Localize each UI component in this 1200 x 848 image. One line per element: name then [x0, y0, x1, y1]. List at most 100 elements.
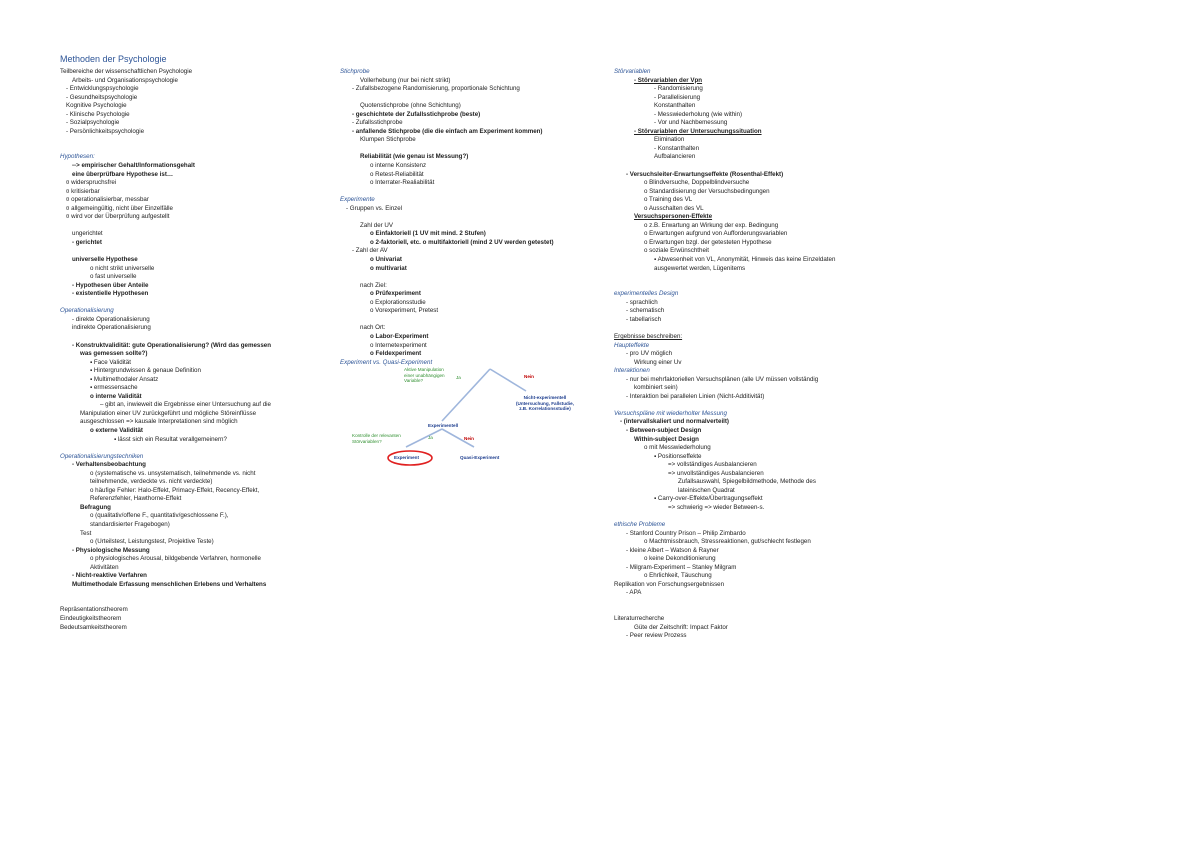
text-line: - Zufallsbezogene Randomisierung, propor…	[352, 85, 520, 93]
text-line: o mit Messwiederholung	[644, 444, 711, 452]
text-line: Teilbereiche der wissenschaftlichen Psyc…	[60, 68, 193, 75]
text-line: => unvollständiges Ausbalancieren	[668, 469, 764, 477]
text-line	[614, 162, 914, 171]
text-line: ▪ Multimethodaler Ansatz	[90, 375, 159, 383]
ja-label-1: Ja	[456, 375, 461, 381]
text-line	[614, 512, 914, 521]
text-line: - Zahl der AV	[352, 247, 388, 255]
text-line: standardisierter Fragebogen)	[90, 520, 170, 528]
text-line: ¤ operationalisierbar, messbar	[66, 196, 149, 204]
text-line: ¤ widerspruchsfrei	[66, 179, 117, 187]
text-line: Quotenstichprobe (ohne Schichtung)	[360, 102, 461, 110]
text-line: o externe Validität	[90, 426, 143, 434]
text-line: o nicht strikt universelle	[90, 264, 155, 272]
text-line: o Einfaktoriell (1 UV mit mind. 2 Stufen…	[370, 230, 486, 238]
section-heading: Störvariablen	[614, 68, 651, 75]
text-line: ▪ ermessensache	[90, 384, 138, 392]
section-heading: Versuchspläne mit wiederholter Messung	[614, 409, 727, 417]
text-line: - Konstruktvalidität: gute Operationalis…	[72, 341, 272, 349]
text-line: Test	[80, 529, 92, 537]
text-line: - Gruppen vs. Einzel	[346, 204, 403, 212]
text-line: o Machtmissbrauch, Stressreaktionen, gut…	[644, 538, 811, 546]
text-line: - gerichtet	[72, 238, 102, 246]
text-line: – gibt an, inwieweit die Ergebnisse eine…	[100, 401, 271, 409]
text-line: o 2-faktoriell, etc. o multifaktoriell (…	[370, 238, 554, 246]
text-line	[614, 282, 914, 291]
experiment-circle	[387, 450, 433, 466]
section-heading: ethische Probleme	[614, 520, 666, 528]
text-line: Aufbalancieren	[654, 153, 696, 161]
text-line: o (qualitativ/offene F., quantitativ/ges…	[90, 512, 229, 520]
text-line: o Blindversuche, Doppelblindversuche	[644, 179, 750, 187]
text-line: Aktivitäten	[90, 563, 119, 571]
text-line: Vollerhebung (nur bei nicht strikt)	[360, 76, 451, 84]
text-line	[60, 598, 330, 607]
text-line: - Zufallsstichprobe	[352, 119, 403, 127]
section-heading: Experiment vs. Quasi-Experiment	[340, 358, 433, 366]
text-line: - kleine Albert – Watson & Rayner	[626, 546, 719, 554]
text-line: ¤ wird vor der Überprüfung aufgestellt	[66, 213, 170, 221]
text-line: Arbeits- und Organisationspsychologie	[72, 76, 178, 84]
text-line: o Vorexperiment, Pretest	[370, 307, 439, 315]
text-line: - Sozialpsychologie	[66, 119, 120, 127]
text-line: - tabellarisch	[626, 315, 662, 323]
text-line: ¤ kritisierbar	[66, 187, 100, 195]
text-line: o Prüfexperiment	[370, 290, 421, 298]
text-line: ▪ Carry-over-Effekte/Übertragungseffekt	[654, 495, 763, 503]
text-line: - Nicht-reaktive Verfahren	[72, 572, 147, 580]
text-line: o Training des VL	[644, 196, 693, 204]
text-line	[614, 324, 914, 333]
diagram-arrows	[387, 368, 527, 466]
text-line: - Klinische Psychologie	[66, 110, 130, 118]
section-heading: Hypothesen:	[60, 153, 95, 161]
nein-label-2: Nein	[464, 436, 474, 442]
text-line: o Standardisierung der Versuchsbedingung…	[644, 187, 770, 195]
text-line: ▪ Face Validität	[90, 358, 131, 366]
text-line: - Physiologische Messung	[72, 546, 150, 554]
ja-label-2: Ja	[428, 435, 433, 441]
text-line: o Internetexperiment	[370, 341, 427, 349]
text-line: o Explorationsstudie	[370, 298, 426, 306]
text-line	[340, 188, 615, 197]
text-line: - Randomisierung	[654, 85, 703, 93]
nicht-experimentell-label: Nicht-experimentell(Untersuchung, Fallst…	[516, 395, 574, 411]
text-line: - Entwicklungspsychologie	[66, 85, 139, 93]
text-line: - direkte Operationalisierung	[72, 315, 150, 323]
text-line: - geschichtete der Zufallsstichprobe (be…	[352, 110, 481, 118]
text-line: - Versuchsleiter-Erwartungseffekte (Rose…	[626, 170, 784, 178]
text-line	[60, 299, 330, 308]
page-title: Methoden der Psychologie	[60, 54, 167, 64]
text-line: lateinischen Quadrat	[678, 486, 735, 494]
text-line: - Between-subject Design	[626, 426, 702, 434]
text-line: o Retest-Reliabilität	[370, 170, 424, 178]
text-line: o physiologisches Arousal, bildgebende V…	[90, 555, 261, 563]
text-line: o Feldexperiment	[370, 350, 422, 358]
column-right: Störvariablen- Störvariablen der Vpn- Ra…	[614, 68, 914, 641]
text-line: was gemessen sollte?)	[80, 350, 148, 358]
text-line	[614, 606, 914, 615]
text-line: - existentielle Hypothesen	[72, 290, 149, 298]
text-line: - Verhaltensbeobachtung	[72, 461, 146, 469]
section-heading: experimentelles Design	[614, 290, 679, 298]
text-line: Reliabilität (wie genau ist Messung?)	[360, 153, 469, 161]
column-left: Teilbereiche der wissenschaftlichen Psyc…	[60, 68, 330, 632]
text-line: ausgeschlossen => kausale Interpretation…	[80, 418, 238, 426]
text-line: indirekte Operationalisierung	[72, 324, 151, 332]
text-line: - Hypothesen über Anteile	[72, 281, 149, 289]
text-line: - Persönlichkeitspsychologie	[66, 127, 145, 135]
text-line: o Erwartungen aufgrund von Aufforderungs…	[644, 230, 788, 238]
text-line	[60, 444, 330, 453]
text-line: o interne Konsistenz	[370, 162, 427, 170]
arrow-to-quasi	[441, 428, 475, 448]
text-line: Ergebnisse beschreiben:	[614, 332, 683, 340]
text-line: ▪ Positionseffekte	[654, 452, 702, 460]
text-line: o Labor-Experiment	[370, 332, 429, 340]
text-line	[340, 94, 615, 103]
text-line: - pro UV möglich	[626, 350, 673, 358]
section-heading: Operationalisierungstechniken	[60, 452, 144, 460]
text-line	[614, 273, 914, 282]
text-line: ¤ allgemeingültig, nicht über Einzelfäll…	[66, 204, 173, 212]
text-line: Eindeutigkeitstheorem	[60, 615, 122, 622]
text-line: ▪ Hintergrundwissen & genaue Definition	[90, 367, 201, 375]
